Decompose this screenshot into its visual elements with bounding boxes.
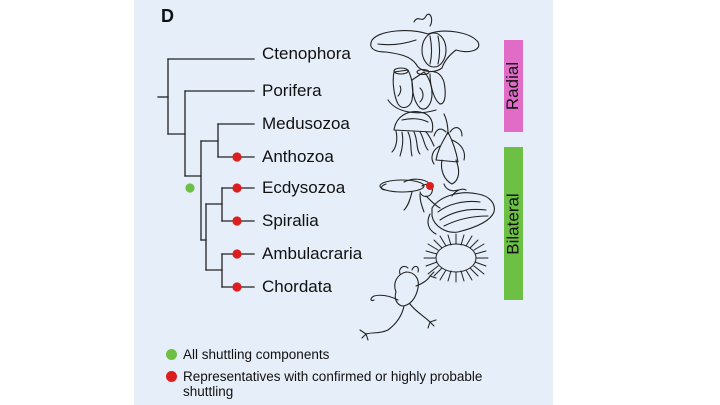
- radial-group-label: Radial: [503, 61, 523, 111]
- taxon-label-chordata: Chordata: [262, 277, 332, 296]
- sea-anemone-icon: [431, 113, 466, 192]
- sponge-icon: [387, 67, 446, 114]
- taxon-label-medusozoa: Medusozoa: [262, 114, 350, 133]
- sea-urchin-icon: [423, 233, 489, 283]
- oyster-icon: [427, 188, 495, 235]
- figure-panel: [134, 0, 553, 405]
- jellyfish-icon: [391, 111, 435, 157]
- fly-icon: [379, 178, 441, 213]
- taxon-label-ambulacraria: Ambulacraria: [262, 244, 363, 263]
- taxon-label-spiralia: Spiralia: [262, 211, 319, 230]
- radial-group-bar: Radial: [504, 40, 523, 132]
- green-marker-bilateria-node: [185, 183, 195, 193]
- red-marker-anthozoa: [232, 152, 242, 162]
- bilateral-group-label: Bilateral: [503, 192, 523, 255]
- fly-eye-marker: [426, 182, 434, 190]
- taxon-label-ecdysozoa: Ecdysozoa: [262, 178, 346, 197]
- red-marker-ecdysozoa: [232, 183, 242, 193]
- legend-text-all-shuttling: All shuttling components: [183, 347, 330, 362]
- taxon-label-ctenophora: Ctenophora: [262, 44, 351, 63]
- ctenophore-icon: [370, 13, 480, 73]
- red-marker-spiralia: [232, 216, 242, 226]
- red-marker-chordata: [232, 282, 242, 292]
- frog-icon: [359, 265, 437, 341]
- legend-text-confirmed-shuttling: Representatives with confirmed or highly…: [183, 369, 483, 399]
- taxon-label-porifera: Porifera: [262, 81, 322, 100]
- red-marker-ambulacraria: [232, 249, 242, 259]
- legend-green-dot: [166, 349, 177, 360]
- legend-red-dot: [166, 371, 177, 382]
- panel-letter: D: [161, 6, 174, 26]
- taxon-label-anthozoa: Anthozoa: [262, 147, 334, 166]
- bilateral-group-bar: Bilateral: [504, 147, 523, 300]
